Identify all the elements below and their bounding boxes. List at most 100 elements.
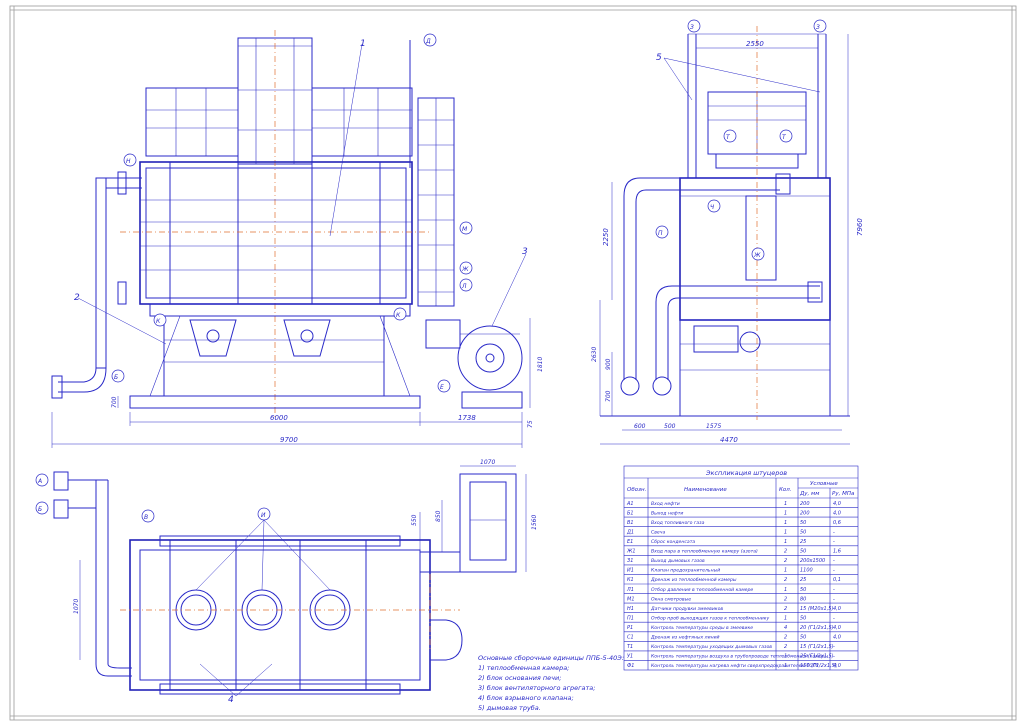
table-cell: 20 (Г1/2х1,5) [800, 625, 834, 631]
table-cell: Вход топливного газа [651, 520, 705, 526]
table-cell: 1 [784, 587, 787, 593]
nozzle-E: Е [440, 384, 444, 391]
table-cell: 200 [800, 501, 810, 507]
nozzle-Zh: Ж [461, 266, 469, 273]
table-cell: - [833, 596, 835, 602]
dim-550: 550 [411, 514, 418, 526]
table-cell: 2 [784, 558, 787, 564]
table-cell: - [833, 644, 835, 650]
table-cell: Отбор проб выходящих газов к теплообменн… [651, 615, 769, 621]
table-cell: - [833, 615, 835, 621]
table-cell: 50 [800, 520, 806, 526]
table-cell: Отбор давления в теплообменной камере [651, 587, 753, 593]
callout-1: 1 [360, 39, 366, 49]
table-cell: 4,0 [833, 501, 841, 507]
table-cell: П1 [627, 615, 634, 621]
table-cell: 150 (Г1/2х1,5) [800, 663, 837, 669]
sheet-frame [9, 5, 1017, 721]
table-cell: 1 [784, 539, 787, 545]
dim-2550: 2550 [746, 40, 764, 48]
table-cell: 4,0 [833, 635, 841, 641]
nozzle-V: В [144, 514, 148, 521]
table-cell: 1 [784, 520, 787, 526]
callout-2: 2 [74, 293, 80, 303]
table-title: Экспликация штуцеров [705, 469, 787, 477]
table-cell: 1 [784, 615, 787, 621]
table-cell: 4,0 [833, 663, 841, 669]
table-cell: И1 [627, 568, 634, 574]
table-header-cond: Условные [810, 481, 838, 487]
dim-2250: 2250 [602, 228, 610, 246]
nozzle-B-plan: Б [38, 506, 42, 513]
plan-view: 1070 550 850 1560 1070 И 4 А Б В [35, 459, 538, 705]
table-cell: 25 (Г1/2х1,5) [800, 654, 834, 660]
table-cell: 15 (М20х1,5) [800, 606, 833, 612]
notes-item-5: 5) дымовая труба. [478, 704, 541, 712]
nozzle-Z-left: З [690, 24, 694, 31]
dim-9700: 9700 [280, 436, 298, 444]
table-cell: - [833, 654, 835, 660]
callout-4: 4 [228, 695, 234, 705]
table-cell: 25 [800, 539, 806, 545]
table-cell: Выход дымовых газов [651, 558, 705, 564]
table-cell: 2 [784, 606, 787, 612]
nozzle-schedule-table: Экспликация штуцеров Обозн. Наименование… [623, 465, 859, 671]
nozzle-N: Н [126, 158, 131, 165]
table-cell: Е1 [627, 539, 633, 545]
table-header-pn: Ру, МПа [832, 491, 855, 497]
table-header-dn: Ду, мм [799, 491, 819, 497]
notes-title: Основные сборочные единицы ППБ-5-40Э: [478, 654, 624, 662]
nozzle-M: М [462, 226, 468, 233]
table-cell: Ж1 [626, 549, 636, 555]
table-cell: 4,0 [833, 625, 841, 631]
table-cell: Т1 [627, 644, 633, 650]
table-cell: 4,0 [833, 606, 841, 612]
dim-1070-vertical: 1070 [73, 599, 80, 614]
table-cell: Сброс конденсата [651, 539, 695, 545]
nozzle-A: А [37, 478, 42, 485]
table-cell: Р1 [627, 625, 633, 631]
table-cell: М1 [627, 596, 635, 602]
table-cell: Дренаж из теплообменной камеры [650, 577, 737, 583]
dim-1810: 1810 [537, 357, 544, 372]
dim-6000: 6000 [270, 414, 288, 422]
dim-2630: 2630 [591, 347, 598, 362]
table-cell: - [833, 568, 835, 574]
table-header-qty: Кол. [779, 487, 792, 493]
table-cell: - [833, 529, 835, 535]
table-cell: 50 [800, 549, 806, 555]
dim-900: 900 [605, 358, 612, 370]
nozzle-K-right: К [396, 312, 401, 319]
table-cell: - [833, 539, 835, 545]
dim-500: 500 [664, 423, 676, 430]
table-cell: 4 [784, 625, 787, 631]
nozzle-D: Д [425, 38, 431, 45]
table-cell: Выход нефти [651, 510, 683, 516]
table-cell: Окна смотровые [651, 596, 691, 602]
nozzle-P: П [658, 230, 663, 237]
nozzle-T-right: Т [782, 134, 787, 141]
table-cell: Д1 [626, 529, 634, 535]
table-cell: Датчики продувки змеевиков [650, 606, 723, 612]
front-view: 6000 9700 1738 700 1810 75 1 2 3 Д Н М Ж… [51, 30, 544, 448]
table-cell: 50 [800, 587, 806, 593]
nozzle-T-left: Т [726, 134, 731, 141]
table-cell: У1 [627, 654, 633, 660]
table-cell: 1 [784, 568, 787, 574]
table-cell: 50 [800, 635, 806, 641]
notes-item-2: 2) блок основания печи; [478, 674, 561, 682]
table-cell: 50 [800, 529, 806, 535]
table-cell: Б1 [627, 510, 634, 516]
dim-850: 850 [435, 510, 442, 522]
dim-1560: 1560 [531, 515, 538, 530]
table-cell: 2 [784, 596, 787, 602]
dim-7960: 7960 [856, 218, 864, 236]
table-cell: Вход пара в теплообменную камеру (азота) [651, 549, 758, 555]
nozzle-Z-right: З [816, 24, 820, 31]
table-cell: Контроль температуры уходящих дымовых га… [651, 644, 772, 650]
table-cell: А1 [626, 501, 634, 507]
table-cell: 25 [800, 577, 806, 583]
dim-75: 75 [527, 420, 534, 428]
